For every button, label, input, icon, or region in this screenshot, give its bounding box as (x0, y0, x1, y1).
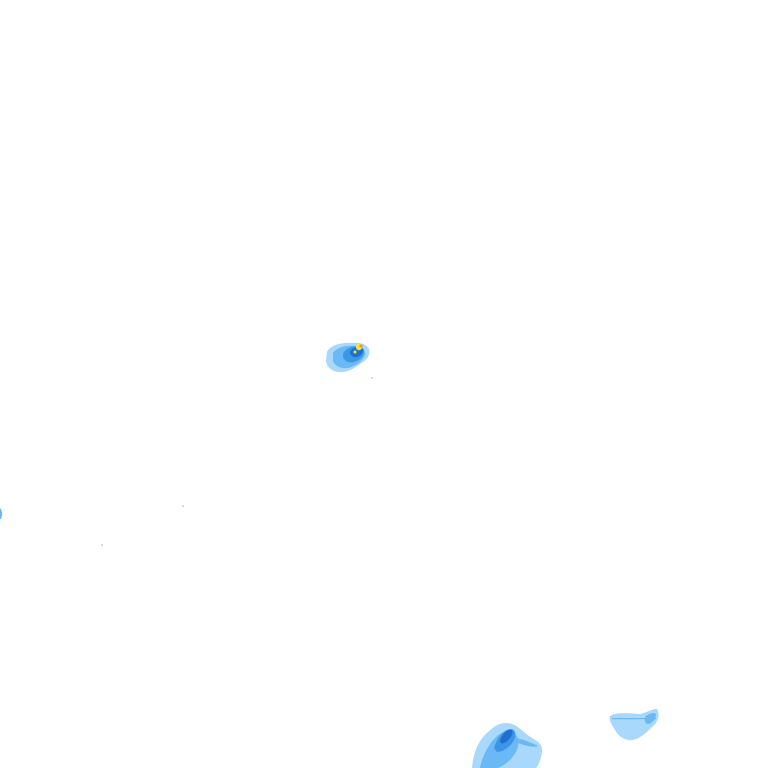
precip-cell-bottom-right (609, 708, 659, 741)
precip-speck-central-1 (371, 377, 373, 379)
precip-fragment-left-edge (0, 508, 3, 519)
precip-cell-central (326, 342, 373, 379)
precip-cell-bottom-right-stripe (612, 718, 656, 720)
precip-cell-central-orange (359, 344, 363, 348)
precip-speck-1 (182, 505, 184, 507)
precip-cell-central-yellow-2 (353, 350, 357, 354)
precip-specks (0, 505, 184, 546)
precip-speck-2 (101, 544, 103, 546)
precip-cell-bottom-center-dark (500, 729, 513, 744)
precip-cell-bottom-center (472, 722, 543, 768)
precip-cell-bottom-center-streak (515, 738, 538, 747)
